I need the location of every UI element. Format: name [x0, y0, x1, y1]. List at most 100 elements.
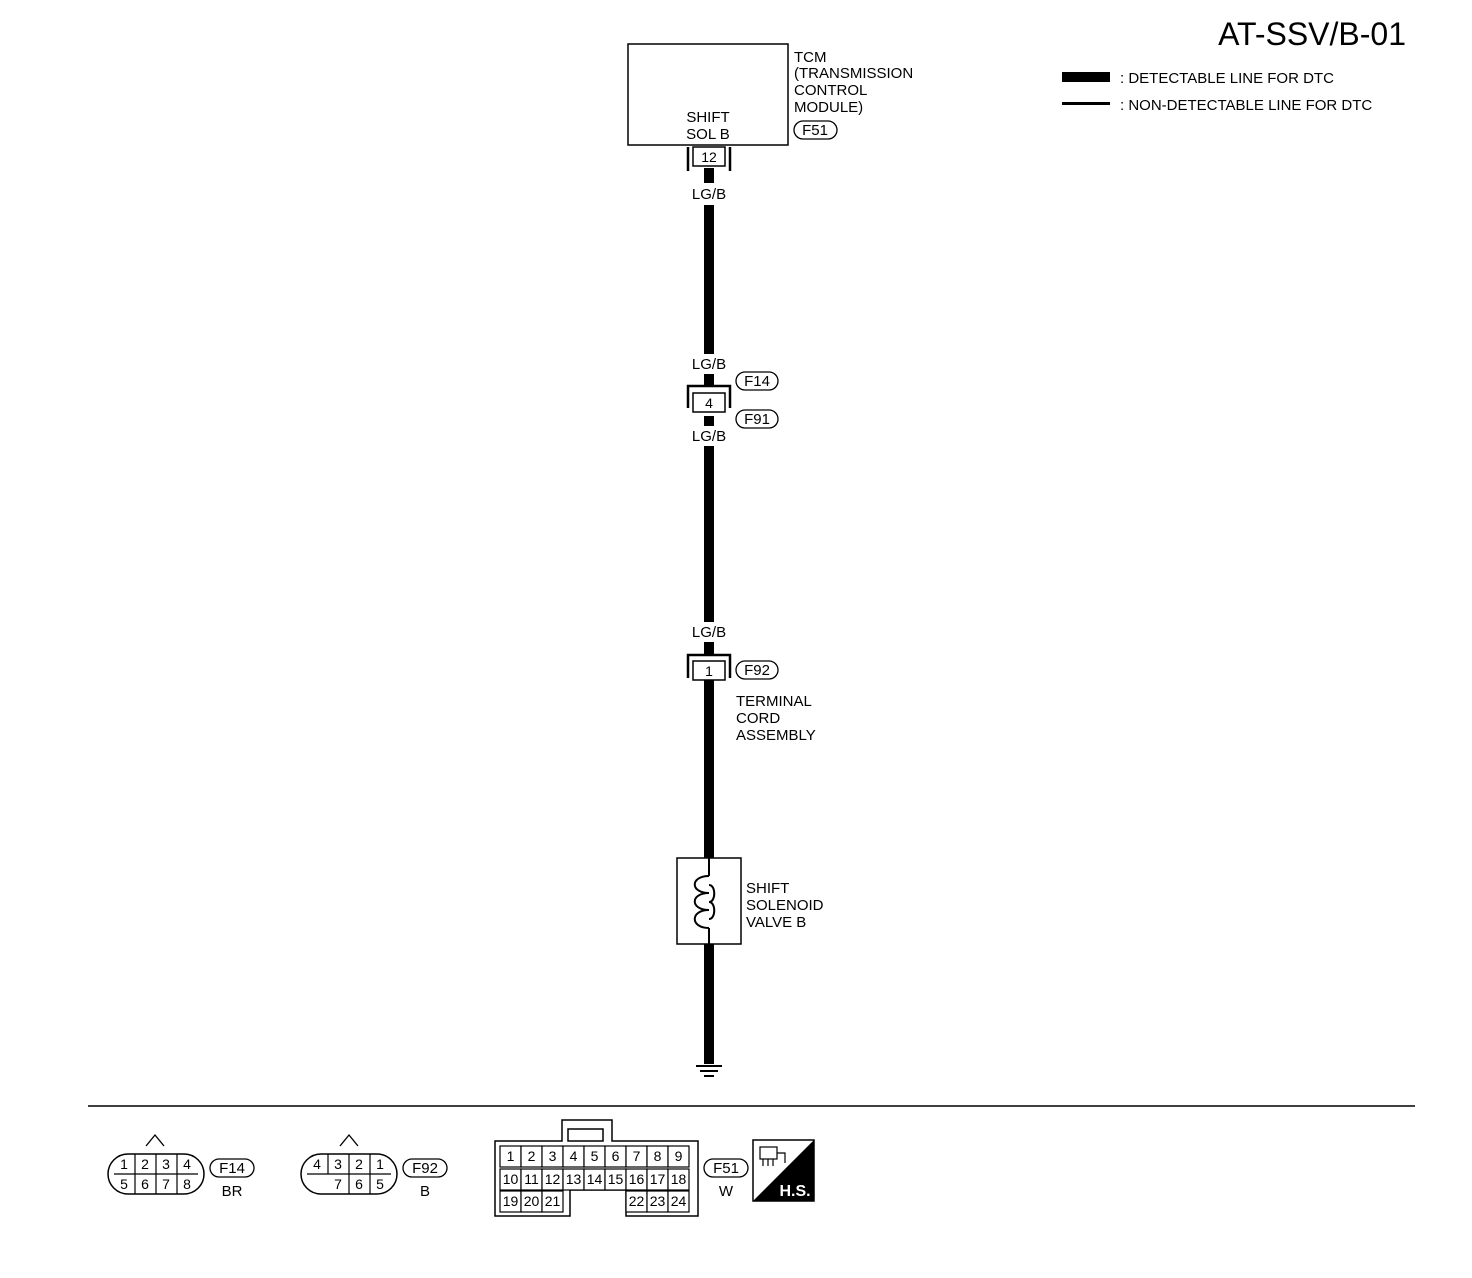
f14-pin: 4 [183, 1156, 191, 1172]
terminal-cord-connector: 1 F92 TERMINAL CORD ASSEMBLY [686, 653, 816, 744]
f92-pin: 2 [355, 1156, 363, 1172]
f92-pin: 4 [313, 1156, 321, 1172]
tcm-title-line-4: MODULE) [794, 99, 863, 116]
tcm-box [627, 43, 789, 146]
f14-pin: 6 [141, 1176, 149, 1192]
f51-pin-cell [667, 1168, 690, 1191]
wire-color-above-f92: LG/B [692, 624, 726, 641]
f51-pin: 13 [566, 1171, 582, 1187]
f51-lock-tab [567, 1128, 604, 1142]
legend-detectable-label: : DETECTABLE LINE FOR DTC [1120, 70, 1334, 87]
f92-id: F92 [412, 1160, 438, 1177]
wire-color-below-joint: LG/B [692, 428, 726, 445]
f51-pin: 12 [545, 1171, 561, 1187]
f92-pin: 3 [334, 1156, 342, 1172]
f92-color: B [420, 1183, 430, 1200]
connector-view-f14: 1 2 3 4 5 6 7 8 F14 BR [107, 1133, 255, 1200]
f14-pin: 3 [162, 1156, 170, 1172]
f51-pin: 3 [549, 1148, 557, 1164]
f51-pin: 4 [570, 1148, 578, 1164]
legend: : DETECTABLE LINE FOR DTC : NON-DETECTAB… [1062, 70, 1372, 114]
f92-pin: 6 [355, 1176, 363, 1192]
tcm-pin-number: 12 [701, 149, 717, 165]
f51-pin: 6 [612, 1148, 620, 1164]
terminal-cord-bracket [686, 653, 732, 678]
f51-pin: 9 [675, 1148, 683, 1164]
f51-color: W [719, 1183, 734, 1200]
f51-pin: 8 [654, 1148, 662, 1164]
tcm-pin-bracket [686, 147, 732, 171]
f51-pin: 17 [650, 1171, 666, 1187]
f14-pin: 5 [120, 1176, 128, 1192]
tcm-title-line-2: (TRANSMISSION [794, 65, 913, 82]
hs-badge-text: H.S. [779, 1183, 810, 1200]
tcm-connector-id: F51 [802, 122, 828, 139]
f51-pin: 23 [650, 1193, 666, 1209]
f92-pin: 1 [376, 1156, 384, 1172]
f14-pin: 8 [183, 1176, 191, 1192]
f51-pin-cell [667, 1145, 690, 1168]
wire-color-tcm-out: LG/B [692, 186, 726, 203]
f14-id-badge [209, 1158, 255, 1178]
joint-connector-top-badge [735, 371, 779, 391]
tcm-connector-badge [793, 120, 838, 140]
tcm-title-line-3: CONTROL [794, 82, 867, 99]
terminal-cord-label-line-3: ASSEMBLY [736, 727, 816, 744]
f92-grid [307, 1154, 391, 1194]
f51-pin: 20 [524, 1193, 540, 1209]
coil-icon [693, 875, 716, 929]
joint-connector: 4 F14 F91 [686, 371, 779, 429]
solenoid-label-line-2: SOLENOID [746, 897, 824, 914]
f14-pin: 7 [162, 1176, 170, 1192]
f51-pin: 24 [671, 1193, 687, 1209]
joint-bracket [686, 384, 732, 408]
f92-id-badge [402, 1158, 448, 1178]
tcm-pin-box [692, 146, 726, 167]
shift-solenoid-valve: SHIFT SOLENOID VALVE B [676, 857, 824, 945]
f51-pin: 16 [629, 1171, 645, 1187]
page-code: AT-SSV/B-01 [1218, 16, 1406, 52]
terminal-cord-pin-number: 1 [705, 663, 713, 679]
connector-icon [759, 1146, 786, 1166]
tcm-module: TCM (TRANSMISSION CONTROL MODULE) SHIFT … [627, 43, 913, 171]
f14-grid [114, 1154, 198, 1194]
f51-pin: 7 [633, 1148, 641, 1164]
solenoid-label-line-3: VALVE B [746, 914, 806, 931]
f51-pin: 5 [591, 1148, 599, 1164]
f51-pin-cell [667, 1190, 690, 1213]
ground-icon [696, 1065, 722, 1077]
f51-pin: 10 [503, 1171, 519, 1187]
f51-pin: 14 [587, 1171, 603, 1187]
f51-pin: 19 [503, 1193, 519, 1209]
tcm-terminal-line-2: SOL B [686, 126, 730, 143]
joint-connector-bottom-id: F91 [744, 411, 770, 428]
f51-pin: 15 [608, 1171, 624, 1187]
terminal-cord-label-line-2: CORD [736, 710, 780, 727]
f51-pin: 18 [671, 1171, 687, 1187]
tcm-terminal-line-1: SHIFT [686, 109, 729, 126]
joint-connector-top-id: F14 [744, 373, 770, 390]
f51-id-badge [703, 1158, 749, 1178]
f14-color: BR [222, 1183, 243, 1200]
terminal-cord-connector-id: F92 [744, 662, 770, 679]
non-detectable-line-swatch [1062, 102, 1110, 105]
f51-pin: 11 [524, 1171, 539, 1187]
f92-pin: 5 [376, 1176, 384, 1192]
joint-connector-bottom-badge [735, 409, 779, 429]
legend-non-detectable-label: : NON-DETECTABLE LINE FOR DTC [1120, 97, 1372, 114]
connector-view-f92: 4 3 2 1 7 6 5 F92 B [300, 1133, 448, 1200]
f51-pin: 21 [545, 1193, 561, 1209]
terminal-cord-pin-box [692, 660, 726, 681]
f51-pin-cell [541, 1190, 564, 1213]
terminal-cord-connector-badge [735, 660, 779, 680]
f14-pin: 1 [120, 1156, 128, 1172]
solenoid-label-line-1: SHIFT [746, 880, 789, 897]
joint-pin-box [692, 392, 726, 413]
wire-color-above-joint: LG/B [692, 356, 726, 373]
hs-badge-fill [753, 1140, 814, 1201]
f51-pin: 2 [528, 1148, 536, 1164]
f51-pin: 1 [507, 1148, 515, 1164]
